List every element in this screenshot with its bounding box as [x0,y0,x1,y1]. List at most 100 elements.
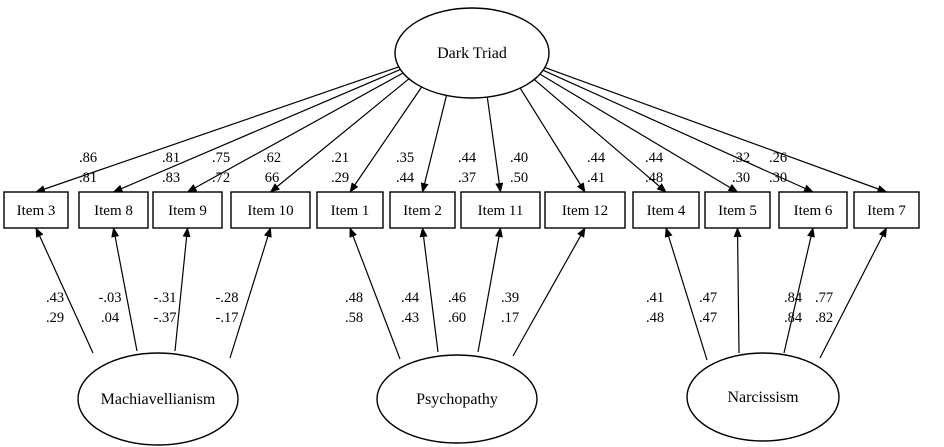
edge-mach-to-item-3 [35,227,94,354]
general-loading-item-1-1: .21 [331,150,349,166]
specific-loading-item-4-1: .41 [646,290,664,306]
item-5-label: Item 5 [718,203,757,219]
specific-loading-item-1-2: .58 [345,310,363,326]
factor-label-dark-triad: Dark Triad [437,45,507,62]
specific-loading-item-1-1: .48 [345,290,363,306]
specific-loading-item-5-1: .47 [699,290,717,306]
edge-dark-triad-to-item-5 [538,72,739,193]
item-7-box [853,191,920,229]
item-8-box [78,191,149,229]
item-1-box [316,191,384,229]
specific-loading-item-11-1: .46 [448,290,466,306]
edge-dark-triad-to-item-9 [186,71,405,193]
general-loading-item-6-1: .32 [732,150,750,166]
item-10-label: Item 10 [247,203,293,219]
edge-dark-triad-to-item-6 [541,69,814,193]
item-1-label: Item 1 [331,203,370,219]
specific-loading-item-4-2: .48 [646,310,664,326]
edge-dark-triad-to-item-12 [519,86,586,193]
factor-label-machiavellianism: Machiavellianism [101,391,216,408]
item-7-label: Item 7 [867,203,906,219]
edge-dark-triad-to-item-10 [269,77,411,193]
specific-loading-item-12-2: .17 [501,310,519,326]
edge-mach-to-item-8 [111,227,138,352]
specific-loading-item-3-1: .43 [46,290,64,306]
edge-nar-to-item-6 [783,227,815,354]
specific-loading-item-2-1: .44 [401,290,420,306]
general-loading-item-8-2: .83 [162,170,180,186]
item-12-label: Item 12 [562,203,608,219]
edges-layer [35,65,888,361]
general-loading-item-4-2: .41 [587,170,605,186]
edge-nar-to-item-4 [664,227,708,361]
general-loading-item-11-1: .44 [458,150,477,166]
specific-loading-item-8-1: -.03 [99,290,122,306]
general-loading-item-8-1: .81 [162,150,180,166]
item-8-label: Item 8 [94,203,133,219]
specific-loading-item-3-2: .29 [46,310,64,326]
edge-dark-triad-to-item-3 [35,65,401,193]
item-11-box [460,191,541,229]
item-11-label: Item 11 [478,203,524,219]
item-5-box [704,191,771,229]
item-3-box [3,191,69,229]
general-loading-item-9-2: .72 [212,170,230,186]
general-loading-item-2-2: .44 [396,170,415,186]
specific-loading-item-6-2: .84 [784,310,803,326]
general-loading-item-5-2: .48 [645,170,663,186]
specific-loading-item-7-1: .77 [815,290,833,306]
specific-loading-item-10-1: -.28 [216,290,239,306]
specific-loading-item-9-1: -.31 [154,290,177,306]
general-loading-item-3-2: .81 [79,170,97,186]
factor-psychopathy [376,354,538,444]
edge-psy-to-item-1 [349,227,401,360]
item-9-label: Item 9 [168,203,207,219]
specific-loading-item-12-1: .39 [501,290,519,306]
general-loading-item-7-2: .30 [769,170,787,186]
specific-loading-item-6-1: .84 [784,290,803,306]
general-loading-item-2-1: .35 [396,150,414,166]
item-2-label: Item 2 [403,203,442,219]
general-loading-item-11-2: .37 [458,170,476,186]
general-loading-item-5-1: .44 [645,150,664,166]
general-loading-item-12-1: .40 [510,150,528,166]
general-loading-item-10-2: 66 [265,170,280,186]
edge-mach-to-item-9 [174,227,191,352]
item-6-box [778,191,848,229]
item-4-label: Item 4 [647,203,686,219]
factor-label-psychopathy: Psychopathy [416,391,498,408]
item-2-box [389,191,456,229]
specific-loading-item-2-2: .43 [401,310,419,326]
general-loading-item-10-1: .62 [263,150,281,166]
edge-psy-to-item-11 [477,227,503,353]
general-loading-item-1-2: .29 [331,170,349,186]
edge-nar-to-item-5 [733,227,742,354]
general-loading-item-7-1: .26 [769,150,787,166]
factor-dark-triad [394,7,550,99]
item-6-label: Item 6 [794,203,833,219]
general-loading-item-6-2: .30 [732,170,750,186]
general-loading-item-9-1: .75 [212,150,230,166]
edge-dark-triad-to-item-7 [543,66,888,193]
specific-loading-item-11-2: .60 [448,310,466,326]
general-loading-item-4-1: .44 [587,150,606,166]
edge-dark-triad-to-item-1 [349,85,423,193]
edge-nar-to-item-7 [819,227,888,359]
edge-dark-triad-to-item-2 [420,94,448,193]
edge-psy-to-item-12 [512,227,586,357]
item-3-label: Item 3 [17,203,56,219]
edge-dark-triad-to-item-8 [112,68,402,193]
general-loading-item-3-1: .86 [79,150,97,166]
item-10-box [230,191,311,229]
edge-mach-to-item-10 [229,227,272,359]
specific-loading-item-10-2: -.17 [216,310,239,326]
edge-psy-to-item-2 [419,227,439,353]
factor-label-narcissism: Narcissism [727,389,799,406]
edge-dark-triad-to-item-4 [532,78,667,193]
specific-loading-item-9-2: -.37 [154,310,177,326]
general-loading-item-12-2: .50 [510,170,528,186]
factor-machiavellianism [77,352,239,446]
item-4-box [632,191,700,229]
specific-loading-item-5-2: .47 [699,310,717,326]
